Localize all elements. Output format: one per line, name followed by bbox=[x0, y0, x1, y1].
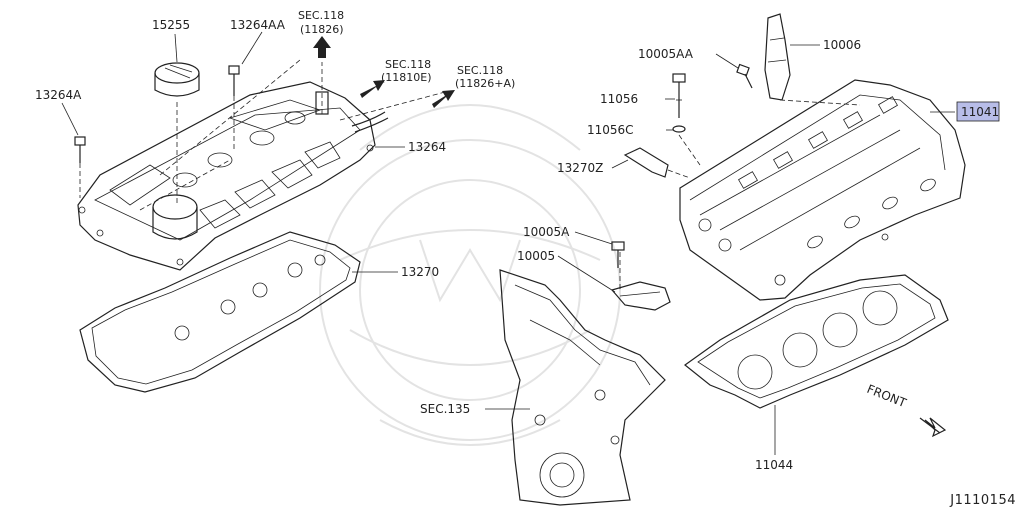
label-sec135: SEC.135 bbox=[420, 402, 470, 416]
watermark-logo bbox=[319, 104, 621, 446]
rocker-cover-gasket bbox=[79, 231, 361, 393]
oil-filler-cap bbox=[154, 62, 200, 97]
label-11056C: 11056C bbox=[587, 123, 634, 137]
leader-lines bbox=[61, 31, 955, 455]
bracket-10006 bbox=[764, 13, 791, 101]
label-10005A: 10005A bbox=[523, 225, 570, 239]
label-15255: 15255 bbox=[152, 18, 190, 32]
head-gasket bbox=[684, 274, 949, 409]
washer-11056C bbox=[672, 125, 686, 133]
label-10005AA: 10005AA bbox=[638, 47, 694, 61]
label-13270Z: 13270Z bbox=[557, 161, 603, 175]
timing-cover bbox=[499, 269, 666, 506]
label-10005: 10005 bbox=[517, 249, 555, 263]
assembly-lines-head bbox=[619, 99, 861, 290]
rocker-cover bbox=[77, 81, 389, 271]
label-sec118-c: SEC.118 bbox=[457, 64, 503, 77]
highlighted-label-11041[interactable]: 11041 bbox=[956, 101, 1000, 122]
label-sec118-a-sub: (11826) bbox=[300, 23, 344, 36]
head-bolt-11056 bbox=[672, 73, 686, 118]
gasket-13270Z bbox=[623, 147, 669, 178]
label-13264AA: 13264AA bbox=[230, 18, 286, 32]
label-11044: 11044 bbox=[755, 458, 793, 472]
bracket-10005 bbox=[610, 281, 671, 311]
diagram-code: J1110154 bbox=[950, 493, 1016, 508]
bolt-10005A bbox=[611, 241, 625, 268]
bolt-13264AA bbox=[228, 65, 240, 96]
label-sec118-b: SEC.118 bbox=[385, 58, 431, 71]
label-sec118-a: SEC.118 bbox=[298, 9, 344, 22]
cylinder-head bbox=[679, 79, 966, 301]
front-arrow-icon bbox=[919, 417, 947, 438]
label-13270: 13270 bbox=[401, 265, 439, 279]
sec118-arrows bbox=[313, 36, 455, 108]
label-13264A: 13264A bbox=[35, 88, 82, 102]
label-13264: 13264 bbox=[408, 140, 446, 154]
label-front: FRONT bbox=[865, 382, 909, 411]
label-10006: 10006 bbox=[823, 38, 861, 52]
label-11056: 11056 bbox=[600, 92, 638, 106]
highlight-box bbox=[956, 101, 1000, 122]
label-sec118-b-sub: (11810E) bbox=[381, 71, 432, 84]
label-sec118-c-sub: (11826+A) bbox=[455, 77, 515, 90]
part-labels: 15255 13264AA SEC.118 (11826) SEC.118 (1… bbox=[35, 9, 909, 472]
label-11041: 11041 bbox=[961, 105, 999, 119]
bolt-13264A bbox=[74, 136, 86, 163]
bolt-10005AA bbox=[736, 63, 753, 89]
assembly-lines-cover bbox=[79, 59, 446, 211]
